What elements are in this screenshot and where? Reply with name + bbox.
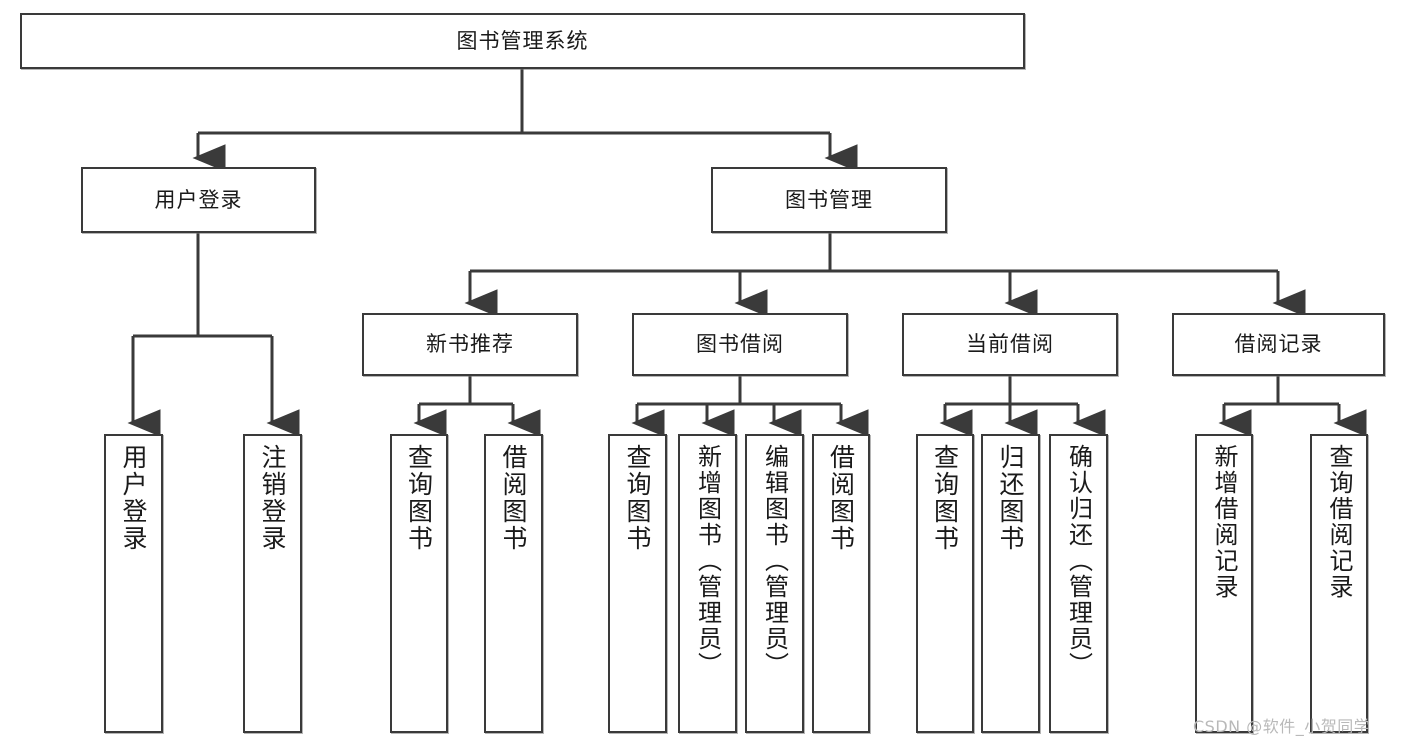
node-leaf-add-book-admin[interactable]: 新增图书（管理员） bbox=[678, 434, 737, 733]
node-leaf-query-book-2-label: 查询图书 bbox=[623, 444, 652, 552]
node-leaf-confirm-return-admin-label: 确认归还（管理员） bbox=[1064, 444, 1093, 678]
node-root[interactable]: 图书管理系统 bbox=[20, 13, 1025, 69]
node-leaf-query-book-3-label: 查询图书 bbox=[930, 444, 960, 552]
node-leaf-query-borrow-record[interactable]: 查询借阅记录 bbox=[1310, 434, 1368, 733]
node-current-borrow[interactable]: 当前借阅 bbox=[902, 313, 1118, 376]
node-leaf-return-book-label: 归还图书 bbox=[996, 444, 1025, 552]
node-book-manage[interactable]: 图书管理 bbox=[711, 167, 947, 233]
node-borrow-record-label: 借阅记录 bbox=[1234, 332, 1323, 357]
node-leaf-query-book-1-label: 查询图书 bbox=[404, 444, 434, 552]
node-book-manage-label: 图书管理 bbox=[785, 187, 873, 212]
node-leaf-borrow-book-2[interactable]: 借阅图书 bbox=[812, 434, 870, 733]
node-leaf-borrow-book-1-label: 借阅图书 bbox=[499, 444, 528, 552]
node-book-borrow[interactable]: 图书借阅 bbox=[632, 313, 848, 376]
node-leaf-edit-book-admin[interactable]: 编辑图书（管理员） bbox=[745, 434, 804, 733]
node-user-login-label: 用户登录 bbox=[154, 187, 243, 212]
node-leaf-query-borrow-record-label: 查询借阅记录 bbox=[1325, 444, 1353, 600]
node-root-label: 图书管理系统 bbox=[456, 28, 589, 53]
node-leaf-borrow-book-1[interactable]: 借阅图书 bbox=[484, 434, 543, 733]
node-new-book-recommend[interactable]: 新书推荐 bbox=[362, 313, 578, 376]
node-new-book-recommend-label: 新书推荐 bbox=[426, 332, 514, 357]
node-leaf-user-login-label: 用户登录 bbox=[119, 444, 148, 552]
node-leaf-confirm-return-admin[interactable]: 确认归还（管理员） bbox=[1049, 434, 1108, 733]
node-leaf-logout-label: 注销登录 bbox=[258, 444, 287, 552]
node-leaf-query-book-2[interactable]: 查询图书 bbox=[608, 434, 667, 733]
node-leaf-add-borrow-record[interactable]: 新增借阅记录 bbox=[1195, 434, 1253, 733]
node-leaf-logout[interactable]: 注销登录 bbox=[243, 434, 302, 733]
node-borrow-record[interactable]: 借阅记录 bbox=[1172, 313, 1385, 376]
node-current-borrow-label: 当前借阅 bbox=[966, 332, 1054, 357]
node-leaf-add-book-admin-label: 新增图书（管理员） bbox=[693, 444, 722, 678]
node-leaf-edit-book-admin-label: 编辑图书（管理员） bbox=[760, 444, 789, 678]
node-leaf-user-login[interactable]: 用户登录 bbox=[104, 434, 163, 733]
node-leaf-query-book-3[interactable]: 查询图书 bbox=[916, 434, 974, 733]
node-leaf-add-borrow-record-label: 新增借阅记录 bbox=[1210, 444, 1238, 600]
node-leaf-query-book-1[interactable]: 查询图书 bbox=[390, 434, 448, 733]
node-leaf-return-book[interactable]: 归还图书 bbox=[981, 434, 1040, 733]
node-leaf-borrow-book-2-label: 借阅图书 bbox=[826, 444, 856, 552]
node-book-borrow-label: 图书借阅 bbox=[696, 332, 784, 357]
node-user-login[interactable]: 用户登录 bbox=[81, 167, 316, 233]
